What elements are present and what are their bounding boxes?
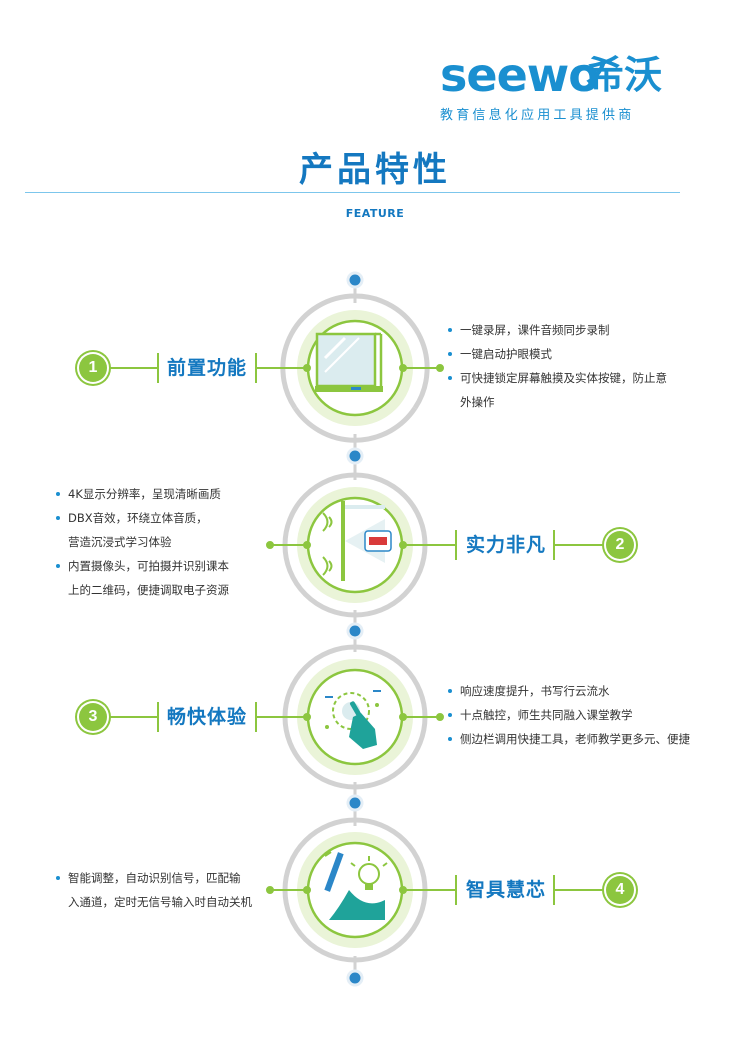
seewo-logo: seewo 希沃 教育信息化应用工具提供商 [420, 48, 690, 128]
feature-3-connectors [106, 702, 444, 732]
list-item: 可快捷锁定屏幕触摸及实体按键，防止意 [448, 366, 688, 390]
feature-1-label: 前置功能 [166, 357, 247, 379]
feature-2-number: 2 [606, 531, 634, 559]
feature-2-points-b: 内置摄像头，可拍摄并识别课本 [56, 554, 276, 578]
logo-wordmark: seewo [440, 48, 600, 102]
camera-sound-icon [322, 501, 392, 581]
feature-2-label: 实力非凡 [465, 534, 546, 556]
logo-chinese: 希沃 [586, 53, 663, 97]
touch-hand-icon [325, 690, 381, 749]
list-item: 一键录屏，课件音频同步录制 [448, 318, 688, 342]
feature-1-connectors [106, 353, 444, 383]
screen-icon [315, 332, 383, 392]
list-item: 十点触控，师生共同融入课堂教学 [448, 703, 718, 727]
feature-2-points: 4K显示分辨率，呈现清晰画质 DBX音效，环绕立体音质， [56, 482, 276, 530]
feature-1-points: 一键录屏，课件音频同步录制 一键启动护眼模式 可快捷锁定屏幕触摸及实体按键，防止… [448, 318, 688, 390]
feature-2-point-continuation: 上的二维码，便捷调取电子资源 [68, 583, 229, 597]
list-item: 4K显示分辨率，呈现清晰画质 [56, 482, 276, 506]
list-item: 一键启动护眼模式 [448, 342, 688, 366]
logo-tagline: 教育信息化应用工具提供商 [440, 108, 635, 123]
feature-4-label: 智具慧芯 [465, 879, 546, 901]
list-item: 智能调整，自动识别信号，匹配输 [56, 866, 276, 890]
feature-2-connectors [266, 530, 604, 560]
feature-3-number: 3 [79, 703, 107, 731]
feature-3-label: 畅快体验 [166, 706, 247, 728]
list-item: 内置摄像头，可拍摄并识别课本 [56, 554, 276, 578]
feature-4-point-continuation: 入通道，定时无信号输入时自动关机 [68, 895, 252, 909]
feature-1-point-continuation: 外操作 [460, 395, 495, 409]
list-item: 侧边栏调用快捷工具，老师教学更多元、便捷 [448, 727, 718, 751]
feature-4-number: 4 [606, 876, 634, 904]
page-subtitle: FEATURE [345, 207, 405, 220]
title-divider [25, 192, 680, 193]
feature-1-number: 1 [79, 354, 107, 382]
timeline-nodes [346, 271, 364, 987]
feature-4-points: 智能调整，自动识别信号，匹配输 [56, 866, 276, 890]
list-item: 响应速度提升，书写行云流水 [448, 679, 718, 703]
page-title: 产品特性 [299, 150, 451, 190]
feature-2-point-continuation: 营造沉浸式学习体验 [68, 535, 172, 549]
feature-3-points: 响应速度提升，书写行云流水 十点触控，师生共同融入课堂教学 侧边栏调用快捷工具，… [448, 679, 718, 751]
list-item: DBX音效，环绕立体音质， [56, 506, 276, 530]
smart-pen-icon [324, 851, 388, 920]
feature-4-connectors [266, 875, 604, 905]
